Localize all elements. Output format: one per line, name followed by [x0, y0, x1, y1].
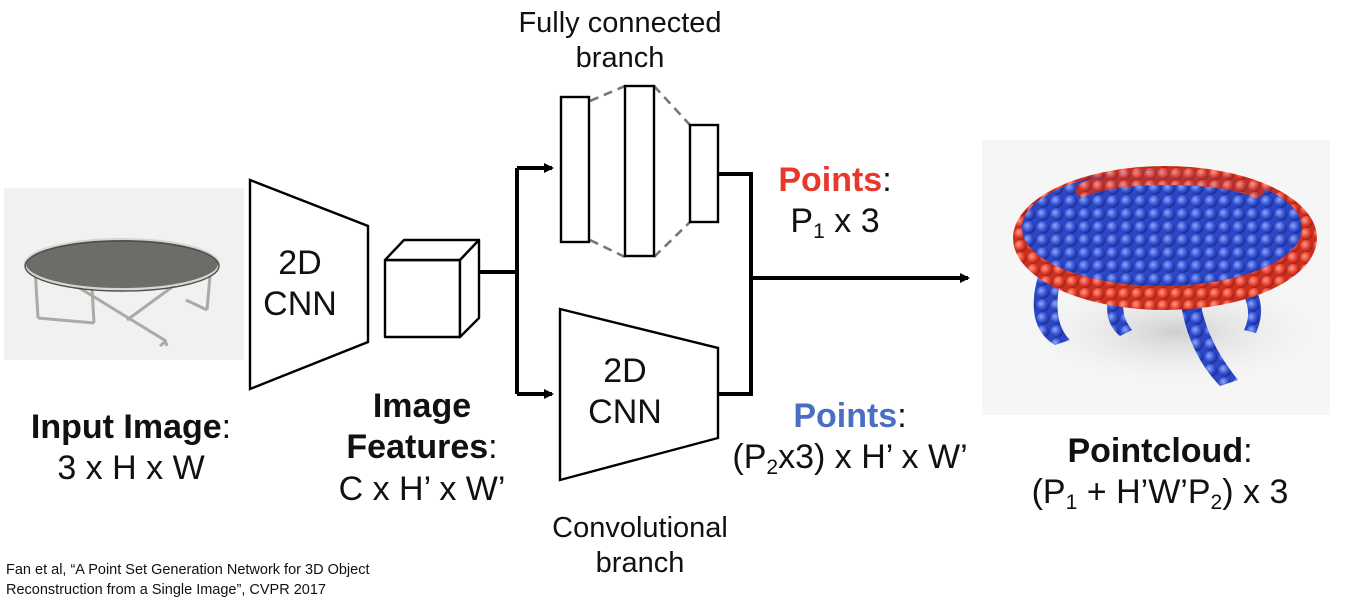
fc-layer-1: [559, 95, 591, 244]
conv-branch-label: Convolutional branch: [552, 512, 728, 580]
input-image-title: Input Image: [30, 408, 222, 446]
feature-cube-icon: [383, 238, 481, 339]
tabletop-icon: [24, 238, 220, 290]
pointcloud-caption: Pointcloud: (P1 + H’W’P2) x 3: [1010, 431, 1310, 514]
points-fc-title: Points: [778, 161, 883, 199]
cnn-encoder-shape: [248, 178, 370, 391]
fc-branch-layers: [559, 84, 720, 259]
cnn-encoder-label: 2D CNN: [263, 244, 337, 324]
fc-branch-label: Fully connected branch: [518, 7, 722, 75]
pointcloud-dims: (P1 + H’W’P2) x 3: [1031, 473, 1289, 515]
citation: Fan et al, “A Point Set Generation Netwo…: [6, 562, 370, 598]
image-features-title: Features: [346, 428, 489, 467]
cnn-branch-shape: [558, 307, 720, 482]
fc-layer-2: [623, 84, 656, 258]
points-fc-dims: P1 x 3: [790, 202, 880, 244]
points-conv-caption: Points: (P2x3) x H’ x W’: [710, 396, 990, 479]
pointcloud-title: Pointcloud: [1067, 432, 1244, 470]
fc-layer-3: [688, 123, 720, 224]
input-image-dims: 3 x H x W: [57, 449, 205, 488]
points-fc-caption: Points: P1 x 3: [760, 160, 910, 243]
points-conv-dims: (P2x3) x H’ x W’: [732, 438, 968, 480]
image-features-dims: C x H’ x W’: [338, 469, 506, 508]
branch-connectors: [479, 163, 970, 399]
pointcloud-image: [982, 140, 1335, 415]
input-image-caption: Input Image: 3 x H x W: [6, 407, 256, 490]
points-conv-title: Points: [793, 397, 898, 435]
image-features-caption: Image Features: C x H’ x W’: [322, 386, 522, 510]
cnn-branch-label: 2D CNN: [588, 352, 662, 432]
input-image: [4, 188, 244, 360]
